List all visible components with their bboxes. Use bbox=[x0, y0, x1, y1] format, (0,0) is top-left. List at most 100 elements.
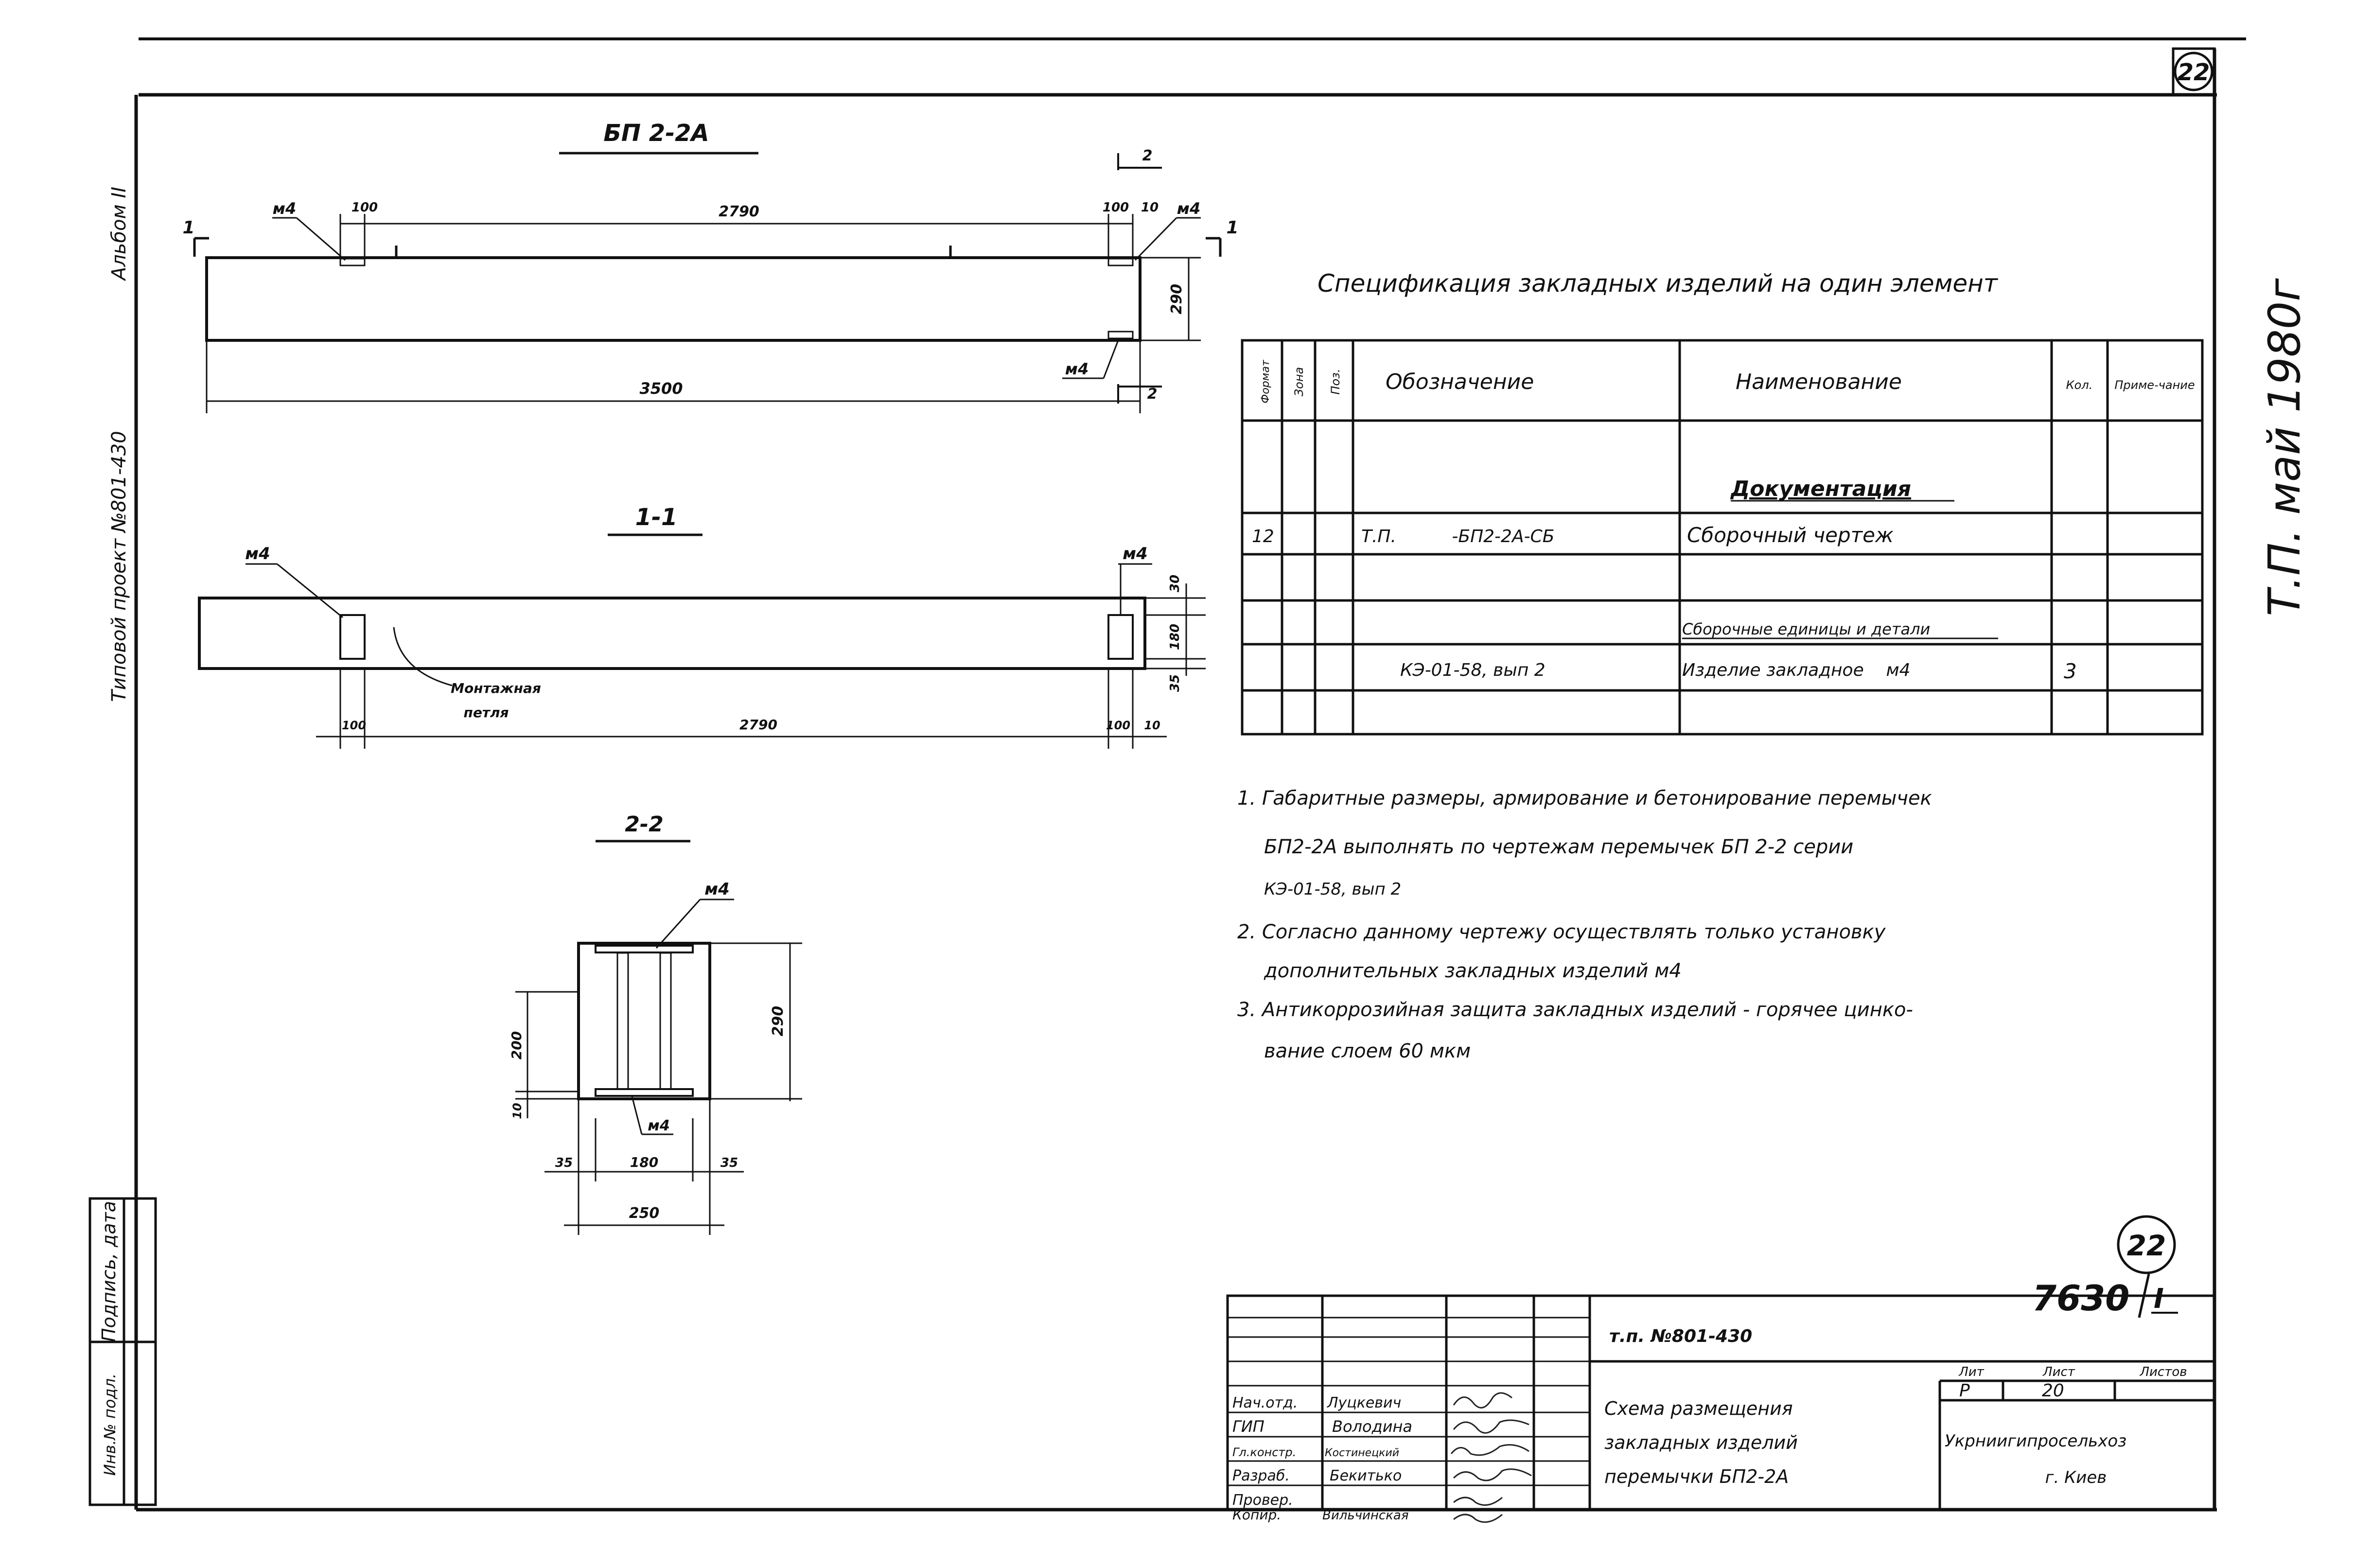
note-line-7: вание слоем 60 мкм bbox=[1264, 1040, 1471, 1062]
section-1-1-view: 1-1 м4 м4 Монтажная петля 30 180 35 100 … bbox=[198, 504, 1206, 749]
tb-project: т.п. №801-430 bbox=[1609, 1326, 1752, 1346]
dim-200: 200 bbox=[509, 1031, 525, 1059]
title-block: т.п. №801-430 Нач.отд. ГИП Гл.констр. Ра… bbox=[1226, 1294, 2216, 1523]
tb-stage-label: Лит bbox=[1958, 1365, 1984, 1379]
doc-album: I bbox=[2154, 1283, 2164, 1315]
dim-3500: 3500 bbox=[639, 379, 683, 398]
tb-title-2: закладных изделий bbox=[1604, 1432, 1798, 1453]
elevation-view: БП 2-2А 2790 100 100 10 м4 м4 м4 1 bbox=[182, 120, 1239, 413]
section-mark-1-left: 1 bbox=[182, 218, 194, 238]
spec-section-docs: Документация bbox=[1730, 476, 1911, 501]
dim-30: 30 bbox=[1168, 575, 1182, 592]
tb-name-6: Вильчинская bbox=[1322, 1508, 1409, 1523]
dim-290-s22: 290 bbox=[770, 1006, 787, 1037]
section-2-2-view: 2-2 м4 м4 290 200 10 35 180 35 bbox=[509, 812, 802, 1235]
left-stamp-col1: Инв.№ подл. bbox=[101, 1374, 119, 1476]
part-mark-m4-left: м4 bbox=[273, 199, 296, 218]
dim-290-elev: 290 bbox=[1168, 284, 1185, 315]
elevation-title: БП 2-2А bbox=[603, 120, 709, 147]
spec-header-zone: Зона bbox=[1292, 367, 1306, 396]
spec-row2-name: Изделие закладное м4 bbox=[1682, 660, 1911, 680]
section-mark-2-bottom: 2 bbox=[1147, 386, 1158, 403]
spec-header-pos: Поз. bbox=[1329, 369, 1342, 394]
spec-header-designation: Обозначение bbox=[1386, 370, 1534, 394]
section22-title: 2-2 bbox=[625, 812, 664, 837]
part-mark-m4-s11-left: м4 bbox=[245, 544, 270, 564]
signatures bbox=[1450, 1392, 1532, 1523]
beam-elevation-outline bbox=[205, 256, 1142, 342]
tb-stage-value: Р bbox=[1959, 1381, 1970, 1401]
section11-title: 1-1 bbox=[635, 504, 678, 531]
dim-100-right: 100 bbox=[1103, 200, 1129, 215]
tb-name-2: Володина bbox=[1332, 1417, 1412, 1436]
mount-loop-label-2: петля bbox=[463, 705, 509, 721]
tb-org-2: г. Киев bbox=[2045, 1468, 2107, 1487]
tb-title-3: перемычки БП2-2А bbox=[1604, 1466, 1789, 1487]
note-line-6: 3. Антикоррозийная защита закладных изде… bbox=[1237, 999, 1913, 1021]
part-mark-m4-s22-bottom: м4 bbox=[648, 1117, 669, 1134]
section-mark-2-top: 2 bbox=[1142, 147, 1153, 164]
tb-role-2: ГИП bbox=[1232, 1417, 1265, 1436]
note-line-4: 2. Согласно данному чертежу осуществлять… bbox=[1237, 921, 1886, 943]
dim-100-s11-left: 100 bbox=[342, 719, 366, 732]
left-stamp: Инв.№ подл. Подпись, дата bbox=[88, 1197, 157, 1506]
tb-name-3: Костинецкий bbox=[1325, 1447, 1399, 1459]
tb-sheet-label: Лист bbox=[2042, 1365, 2075, 1379]
specification-table: Спецификация закладных изделий на один э… bbox=[1241, 269, 2204, 736]
spec-title: Спецификация закладных изделий на один э… bbox=[1318, 269, 1999, 298]
project-label: Типовой проект №801-430 bbox=[108, 431, 130, 702]
spec-header-note: Приме-чание bbox=[2114, 378, 2195, 392]
beam-plan-outline bbox=[198, 597, 1146, 670]
dim-10-s11: 10 bbox=[1144, 719, 1160, 732]
general-notes: 1. Габаритные размеры, армирование и бет… bbox=[1237, 787, 1932, 1062]
tb-sheets-label: Листов bbox=[2139, 1365, 2187, 1379]
spec-row2-qty: 3 bbox=[2064, 659, 2077, 683]
doc-circle: 22 bbox=[2127, 1229, 2166, 1262]
mount-loop-label-1: Монтажная bbox=[451, 680, 541, 696]
beam-cross-section bbox=[577, 942, 711, 1100]
dim-2790-top: 2790 bbox=[719, 203, 759, 220]
dim-180: 180 bbox=[1168, 624, 1182, 650]
part-mark-m4-s11-right: м4 bbox=[1123, 544, 1147, 564]
dim-180-s22: 180 bbox=[630, 1154, 658, 1170]
doc-code: 7630 bbox=[2032, 1278, 2129, 1319]
spec-row2-designation: КЭ-01-58, вып 2 bbox=[1400, 660, 1546, 680]
tb-name-4: Бекитько bbox=[1330, 1467, 1402, 1484]
note-line-1: 1. Габаритные размеры, армирование и бет… bbox=[1237, 787, 1932, 810]
tb-role-3: Гл.констр. bbox=[1232, 1445, 1296, 1459]
side-note: Т.П. май 1980г bbox=[2259, 278, 2310, 617]
spec-header-qty: Кол. bbox=[2066, 378, 2093, 392]
tb-role-4: Разраб. bbox=[1232, 1467, 1290, 1484]
tb-role-6: Копир. bbox=[1232, 1507, 1281, 1523]
left-stamp-col2: Подпись, дата bbox=[98, 1201, 120, 1342]
spec-header-format: Формат bbox=[1260, 359, 1272, 403]
dim-35-right: 35 bbox=[720, 1156, 738, 1170]
part-mark-m4-right: м4 bbox=[1177, 199, 1200, 218]
dim-250: 250 bbox=[629, 1205, 660, 1222]
tb-org-1: Укрниигипросельхоз bbox=[1945, 1431, 2126, 1451]
tb-sheet-value: 20 bbox=[2042, 1381, 2064, 1401]
note-line-3: КЭ-01-58, вып 2 bbox=[1264, 880, 1401, 899]
spec-section-assembly: Сборочные единицы и детали bbox=[1682, 620, 1930, 638]
spec-row1-designation: Т.П. -БП2-2А-СБ bbox=[1361, 527, 1554, 546]
tb-role-5: Провер. bbox=[1232, 1492, 1293, 1509]
dim-100-s11-right: 100 bbox=[1106, 719, 1130, 732]
note-line-2: БП2-2А выполнять по чертежам перемычек Б… bbox=[1264, 836, 1853, 858]
note-line-5: дополнительных закладных изделий м4 bbox=[1264, 960, 1682, 982]
sheet-number-badge: 22 bbox=[2172, 47, 2216, 96]
dim-35-left: 35 bbox=[555, 1156, 573, 1170]
spec-row1-format: 12 bbox=[1252, 527, 1274, 546]
sheet-frame bbox=[134, 37, 2246, 1512]
tb-role-1: Нач.отд. bbox=[1232, 1394, 1298, 1411]
dim-10-right: 10 bbox=[1141, 200, 1159, 215]
document-code: 22 7630 I bbox=[2032, 1215, 2178, 1319]
dim-100-left: 100 bbox=[351, 200, 378, 215]
sheet-number: 22 bbox=[2178, 59, 2210, 86]
part-mark-m4-lower: м4 bbox=[1065, 360, 1089, 378]
spec-header-name: Наименование bbox=[1736, 370, 1902, 394]
dim-2790-s11: 2790 bbox=[739, 717, 777, 733]
tb-title-1: Схема размещения bbox=[1604, 1398, 1793, 1419]
tb-name-1: Луцкевич bbox=[1327, 1394, 1401, 1411]
part-mark-m4-s22-top: м4 bbox=[704, 880, 729, 899]
